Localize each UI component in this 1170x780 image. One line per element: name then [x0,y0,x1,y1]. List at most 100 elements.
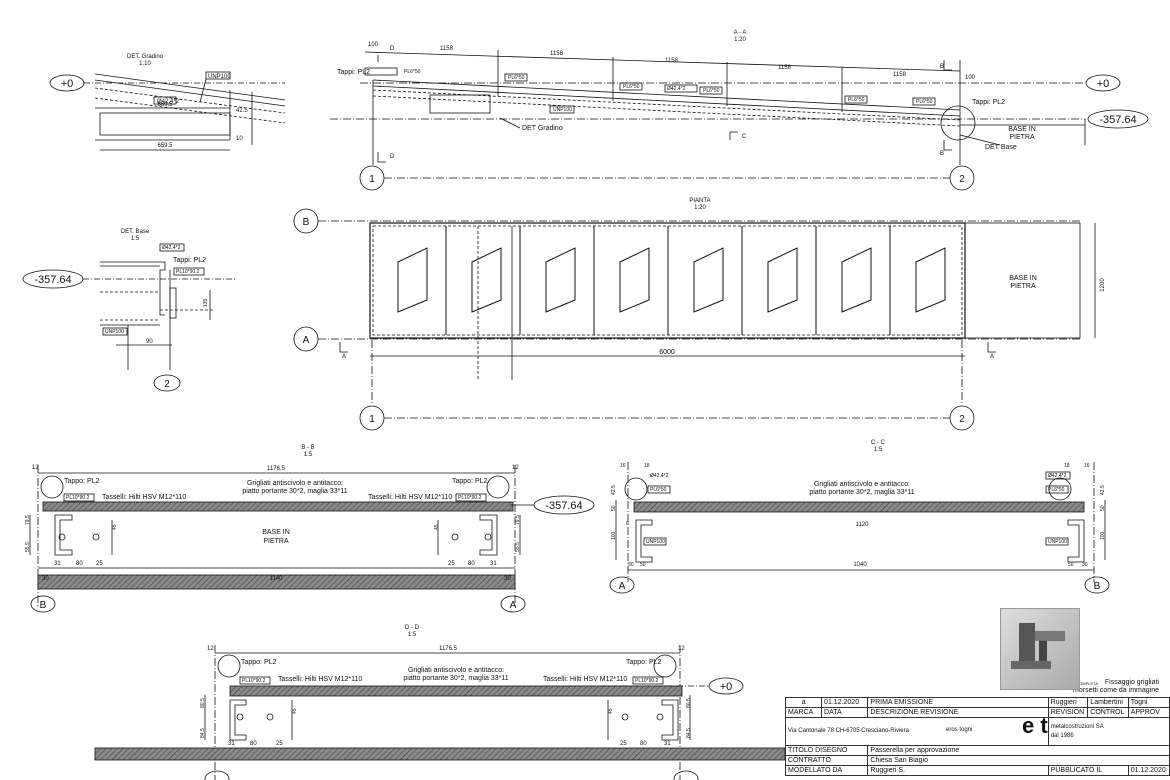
cc-6: 6 [626,521,629,527]
section-dd-title: D - D [405,625,420,631]
company-address: Via Cantonale 78 CH-6705 Cresciano-Rivie… [788,728,909,734]
aa-det-base: DET Base [985,144,1017,151]
grid-2-aa: 2 [959,174,965,185]
section-a-a [330,50,1149,191]
bb-795-r: 79.5 [515,515,521,525]
aa-base-in: BASE IN [1008,126,1036,133]
dd-dim-12-r: 12 [678,646,685,652]
grid-b-pianta: B [303,217,310,228]
aa-tappi-right: Tappi: PL2 [972,99,1005,106]
bb-plate-l: PL10*90.2 [66,495,90,501]
rev-mark: a [784,697,823,708]
det-gradino-dim-b: 659.5 [157,143,173,149]
dd-845-l: 84.5 [200,728,206,738]
brand-left: eros togni [946,727,973,733]
det-base-tube: Ø42.4*2 [162,245,181,251]
det-base-90: 90 [146,339,153,345]
dd-25-l: 25 [276,741,283,747]
dd-805-l: 80.5 [200,698,206,708]
section-aa-scale: 1:20 [734,37,746,43]
dd-tasselli-r: Tasselli: Hilti HSV M12*110 [543,676,627,683]
bb-555-l: 55.5 [25,542,31,552]
detail-gradino [49,71,286,151]
cut-a-left: A [342,354,346,360]
bb-45-r1: 45 [434,524,440,530]
aa-pl-3: PL6*50 [623,84,640,90]
dd-805-r: 80.5 [686,698,692,708]
det-base-unp: UNP100 [105,329,124,335]
cc-100-r: 100 [1100,531,1106,540]
clamp-photo [1000,608,1080,690]
dd-dim-total: 1176.5 [439,646,458,652]
bb-30-l: 30 [42,576,49,582]
hdr-data: DATA [821,707,869,718]
cc-tube-r: Ø42.4*2 [1048,473,1067,479]
cc-unp-r: UNP100 [1048,539,1067,545]
dd-45-l: 45 [292,708,298,714]
cc-50-l: 50 [611,505,617,511]
val-contratto: Chiesa San Biagio [867,755,1170,766]
det-base-scale: 1:5 [131,236,140,242]
pianta-pietra: PIETRA [1010,283,1036,290]
aa-tappi-left: Tappi: PL2 [337,69,370,76]
level-zero-dd: +0 [720,681,733,693]
aa-pl-2: PL6*50 [508,75,525,81]
dd-25-r: 25 [620,741,627,747]
section-c-c [609,462,1110,594]
level-base-bb: -357.64 [545,500,582,512]
cc-1120: 1120 [856,522,870,528]
rev-who-3: Togni [1127,697,1170,708]
bb-dim-12-r: 12 [512,465,519,471]
det-gradino-title: DET. Gradino [127,54,164,60]
pianta-6000: 6000 [659,349,675,356]
dd-tappo-r: Tappo: PL2 [626,659,662,666]
cc-unp-l: UNP100 [646,539,665,545]
det-gradino-dim-d: 42.5 [236,108,248,114]
company-since: dal 1986 [1050,732,1074,739]
cc-16-l: 16 [620,463,626,469]
det-gradino-scale: 1:10 [139,61,151,67]
grid-b-cc: B [1094,581,1101,592]
section-cc-scale: 1:5 [874,447,883,453]
aa-dim-5: 1158 [893,72,907,78]
section-bb-title: B - B [301,445,314,451]
aa-det-gradino: DET Gradino [522,125,563,132]
grid-1-pianta: 1 [369,414,375,425]
dd-plate-l: PL10*90.2 [242,678,266,684]
cut-d-bot: D [390,154,395,160]
cut-c: C [742,134,747,140]
cut-b-bot: B [940,151,944,157]
dd-grigliati-2: piatto portante 30*2, maglia 33*11 [403,675,508,682]
bb-1140: 1140 [270,576,284,582]
bb-base-in: BASE IN [262,529,290,536]
bb-dim-total: 1176.5 [267,466,286,472]
level-zero-left: +0 [61,78,74,90]
pianta-title: PIANTA [689,198,710,204]
section-dd-scale: 1:5 [408,632,417,638]
bb-555-r: 55.5 [515,542,521,552]
grid-2-detbase: 2 [164,379,170,390]
aa-dim-first: 100 [368,42,379,48]
aa-pl-4: PL6*50 [703,88,720,94]
detail-base [22,243,235,392]
bb-grigliati-1: Grigliati antiscivolo e antitacco: [247,480,343,487]
det-gradino-unp: UNP100 [208,74,231,80]
bb-25-l: 25 [96,561,103,567]
aa-tube: Ø42.4*2 [667,86,686,92]
det-base-plate: PL10*90.2 [176,269,200,275]
cc-pl-l: PL6*50 [650,487,667,493]
aa-dim-2: 1158 [550,51,564,57]
aa-dim-4: 1158 [778,65,792,71]
cc-50-r: 50 [1100,505,1106,511]
bb-pietra: PIETRA [263,538,289,545]
lbl-pubblicato: PUBBLICATO IL [1047,765,1129,776]
hdr-revision: REVISION [1047,707,1089,718]
level-base-right: -357.64 [1099,114,1136,126]
section-bb-scale: 1:5 [304,452,313,458]
bb-31-r: 31 [490,561,497,567]
grid-a-cc: A [619,581,626,592]
bb-795-l: 79.5 [25,515,31,525]
pianta-base-in: BASE IN [1009,275,1037,282]
cc-30-r: 30 [1082,562,1088,568]
